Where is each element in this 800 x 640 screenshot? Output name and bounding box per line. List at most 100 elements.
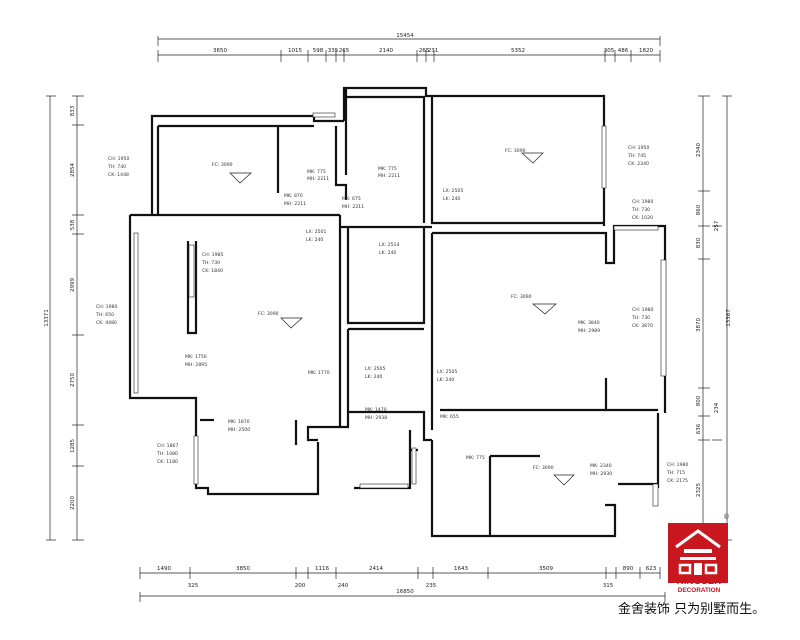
annotation-label: MK: 1770 [308, 370, 330, 376]
right-dim-extra: 234 [714, 402, 720, 413]
annotation-label: TH: 650 [95, 312, 114, 318]
annotation-label: CK: 4480 [96, 320, 117, 326]
top-dim-seg: 598 [313, 48, 324, 54]
right-dim-seg: 800 [696, 395, 702, 406]
annotation-label: CK: 1020 [632, 215, 653, 221]
bottom-dim-seg: 1116 [315, 566, 329, 572]
annotation-label: CH: 1980 [96, 304, 117, 310]
annotation-label: TH: 730 [631, 207, 650, 213]
annotation-label: MK: 1750 [185, 354, 207, 360]
top-dim-seg: 335 [328, 48, 339, 54]
annotation-label: FC: 3090 [258, 311, 279, 317]
annotation-label: CH: 1980 [667, 462, 688, 468]
top-dim-seg: 265 [419, 48, 430, 54]
annotation-label: MH: 2938 [365, 415, 387, 421]
registered-mark: ® [723, 513, 730, 521]
annotation-label: MK: 870 [284, 193, 303, 199]
annotation-label: CH: 1985 [202, 252, 223, 258]
bottom-dim-seg: 240 [338, 583, 349, 589]
logo-brand-name: KINGSER [676, 576, 722, 587]
top-dim-seg: 231 [428, 48, 439, 54]
annotation-label: TH: 745 [627, 153, 646, 159]
left-dim-seg: 2999 [70, 278, 76, 292]
annotation-label: CH: 1980 [632, 199, 653, 205]
annotation-label: FC: 3090 [511, 294, 532, 300]
left-dim-seg: 833 [70, 105, 76, 116]
right-dimension-lines: 13367 2340 860 830 3870 800 636 2325 257… [696, 95, 732, 541]
annotation-label: FC: 3090 [505, 148, 526, 154]
annotation-label: MH: 2500 [228, 427, 250, 433]
annotation-label: TH: 730 [631, 315, 650, 321]
annotation-label: LX: 2501 [306, 229, 326, 235]
annotation-label: MK: 675 [342, 196, 361, 202]
annotation-label: LK: 240 [443, 196, 460, 202]
annotation-label: MH: 2211 [378, 173, 400, 179]
right-dim-seg: 636 [696, 423, 702, 434]
bottom-dim-seg: 325 [188, 583, 199, 589]
annotation-label: TH: 715 [666, 470, 685, 476]
logo-brand-sub: DECORATION [677, 587, 721, 594]
bottom-dim-seg: 2414 [369, 566, 383, 572]
annotation-label: CK: 1448 [108, 172, 129, 178]
kingser-logo-icon [668, 523, 728, 583]
annotation-label: MK: 655 [440, 414, 459, 420]
left-dim-seg: 2854 [70, 163, 76, 177]
bottom-dim-seg: 3509 [539, 566, 553, 572]
ceiling-markers [229, 152, 575, 486]
annotation-label: TH: 730 [201, 260, 220, 266]
right-dim-seg: 860 [696, 204, 702, 215]
right-dim-seg: 3870 [696, 318, 702, 332]
annotation-label: LX: 2505 [365, 366, 385, 372]
annotation-label: LK: 240 [365, 374, 382, 380]
bottom-dim-seg: 235 [426, 583, 437, 589]
bottom-dim-seg: 200 [295, 583, 306, 589]
top-dim-seg: 1820 [639, 48, 653, 54]
annotation-label: MH: 2211 [284, 201, 306, 207]
annotation-label: MK: 2340 [590, 463, 612, 469]
left-dim-seg: 2200 [70, 496, 76, 510]
bottom-dim-seg: 3850 [236, 566, 250, 572]
annotation-label: MK: 1870 [228, 419, 250, 425]
top-dim-seg: 2140 [379, 48, 393, 54]
annotation-label: MH: 2211 [307, 176, 329, 182]
top-dim-seg: 3650 [213, 48, 227, 54]
annotation-label: MK: 3840 [578, 320, 600, 326]
bottom-dim-seg: 890 [623, 566, 634, 572]
annotation-label: MH: 2895 [185, 362, 207, 368]
annotation-label: MK: 775 [307, 169, 326, 175]
annotation-label: CK: 1180 [157, 459, 178, 465]
brand-slogan: 金舍装饰 只为别墅而生。 [618, 602, 766, 617]
top-dim-seg: 5352 [511, 48, 525, 54]
right-total-dimension: 13367 [726, 309, 732, 327]
windows [133, 112, 667, 507]
bottom-total-dimension: 16850 [396, 589, 414, 595]
right-dim-seg: 2340 [696, 143, 702, 157]
bottom-dim-seg: 315 [603, 583, 614, 589]
annotation-label: MK: 775 [378, 166, 397, 172]
annotation-label: FC: 3090 [533, 465, 554, 471]
bottom-dim-seg: 1643 [454, 566, 468, 572]
annotation-label: MH: 2930 [590, 471, 612, 477]
left-dim-seg: 2750 [70, 373, 76, 387]
annotation-label: CK: 2340 [628, 161, 649, 167]
annotation-label: FC: 3090 [212, 162, 233, 168]
top-dim-seg: 1015 [288, 48, 302, 54]
annotation-label: MK: 775 [466, 455, 485, 461]
annotation-label: MK: 1470 [365, 407, 387, 413]
annotation-label: LX: 2514 [379, 242, 399, 248]
top-dimension-lines: 15454 3650 1015 598 335 265 2140 265 231… [157, 33, 661, 62]
annotation-label: CK: 1840 [202, 268, 223, 274]
annotation-label: TH: 740 [107, 164, 126, 170]
top-dim-seg: 486 [618, 48, 629, 54]
right-dim-extra: 257 [714, 220, 720, 231]
annotation-label: LK: 240 [306, 237, 323, 243]
top-dim-seg: 305 [604, 48, 615, 54]
walls [128, 86, 667, 538]
left-total-dimension: 13371 [44, 309, 50, 327]
annotation-label: CK: 3870 [632, 323, 653, 329]
bottom-dim-seg: 623 [646, 566, 657, 572]
annotation-label: CK: 2175 [667, 478, 688, 484]
left-dimension-lines: 13371 833 2854 538 2999 2750 1285 2200 [44, 95, 84, 541]
annotation-label: MH: 2989 [578, 328, 600, 334]
